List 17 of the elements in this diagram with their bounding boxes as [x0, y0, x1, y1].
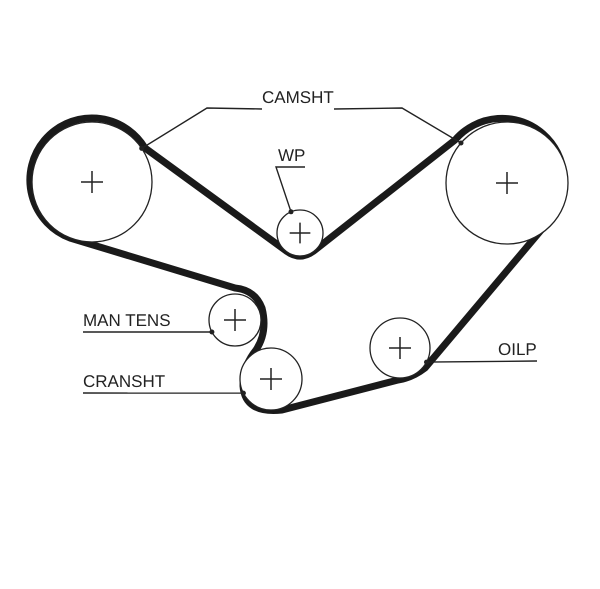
part-label: MAN TENS: [83, 311, 171, 331]
pulley: [445, 121, 569, 245]
leader-line: [424, 360, 537, 365]
pulley: [208, 293, 262, 347]
pulley: [31, 121, 153, 243]
part-label: OILP: [498, 340, 537, 360]
part-label: CAMSHT: [262, 88, 334, 108]
pulley: [276, 209, 324, 257]
leader-line: [83, 390, 246, 396]
leader-line: [275, 166, 305, 214]
leader-line: [334, 107, 464, 146]
part-label: WP: [278, 146, 306, 166]
pulley: [369, 317, 431, 379]
leader-line: [139, 107, 262, 151]
pulley: [239, 347, 303, 411]
leader-line: [83, 330, 214, 334]
part-label: CRANSHT: [83, 372, 166, 392]
